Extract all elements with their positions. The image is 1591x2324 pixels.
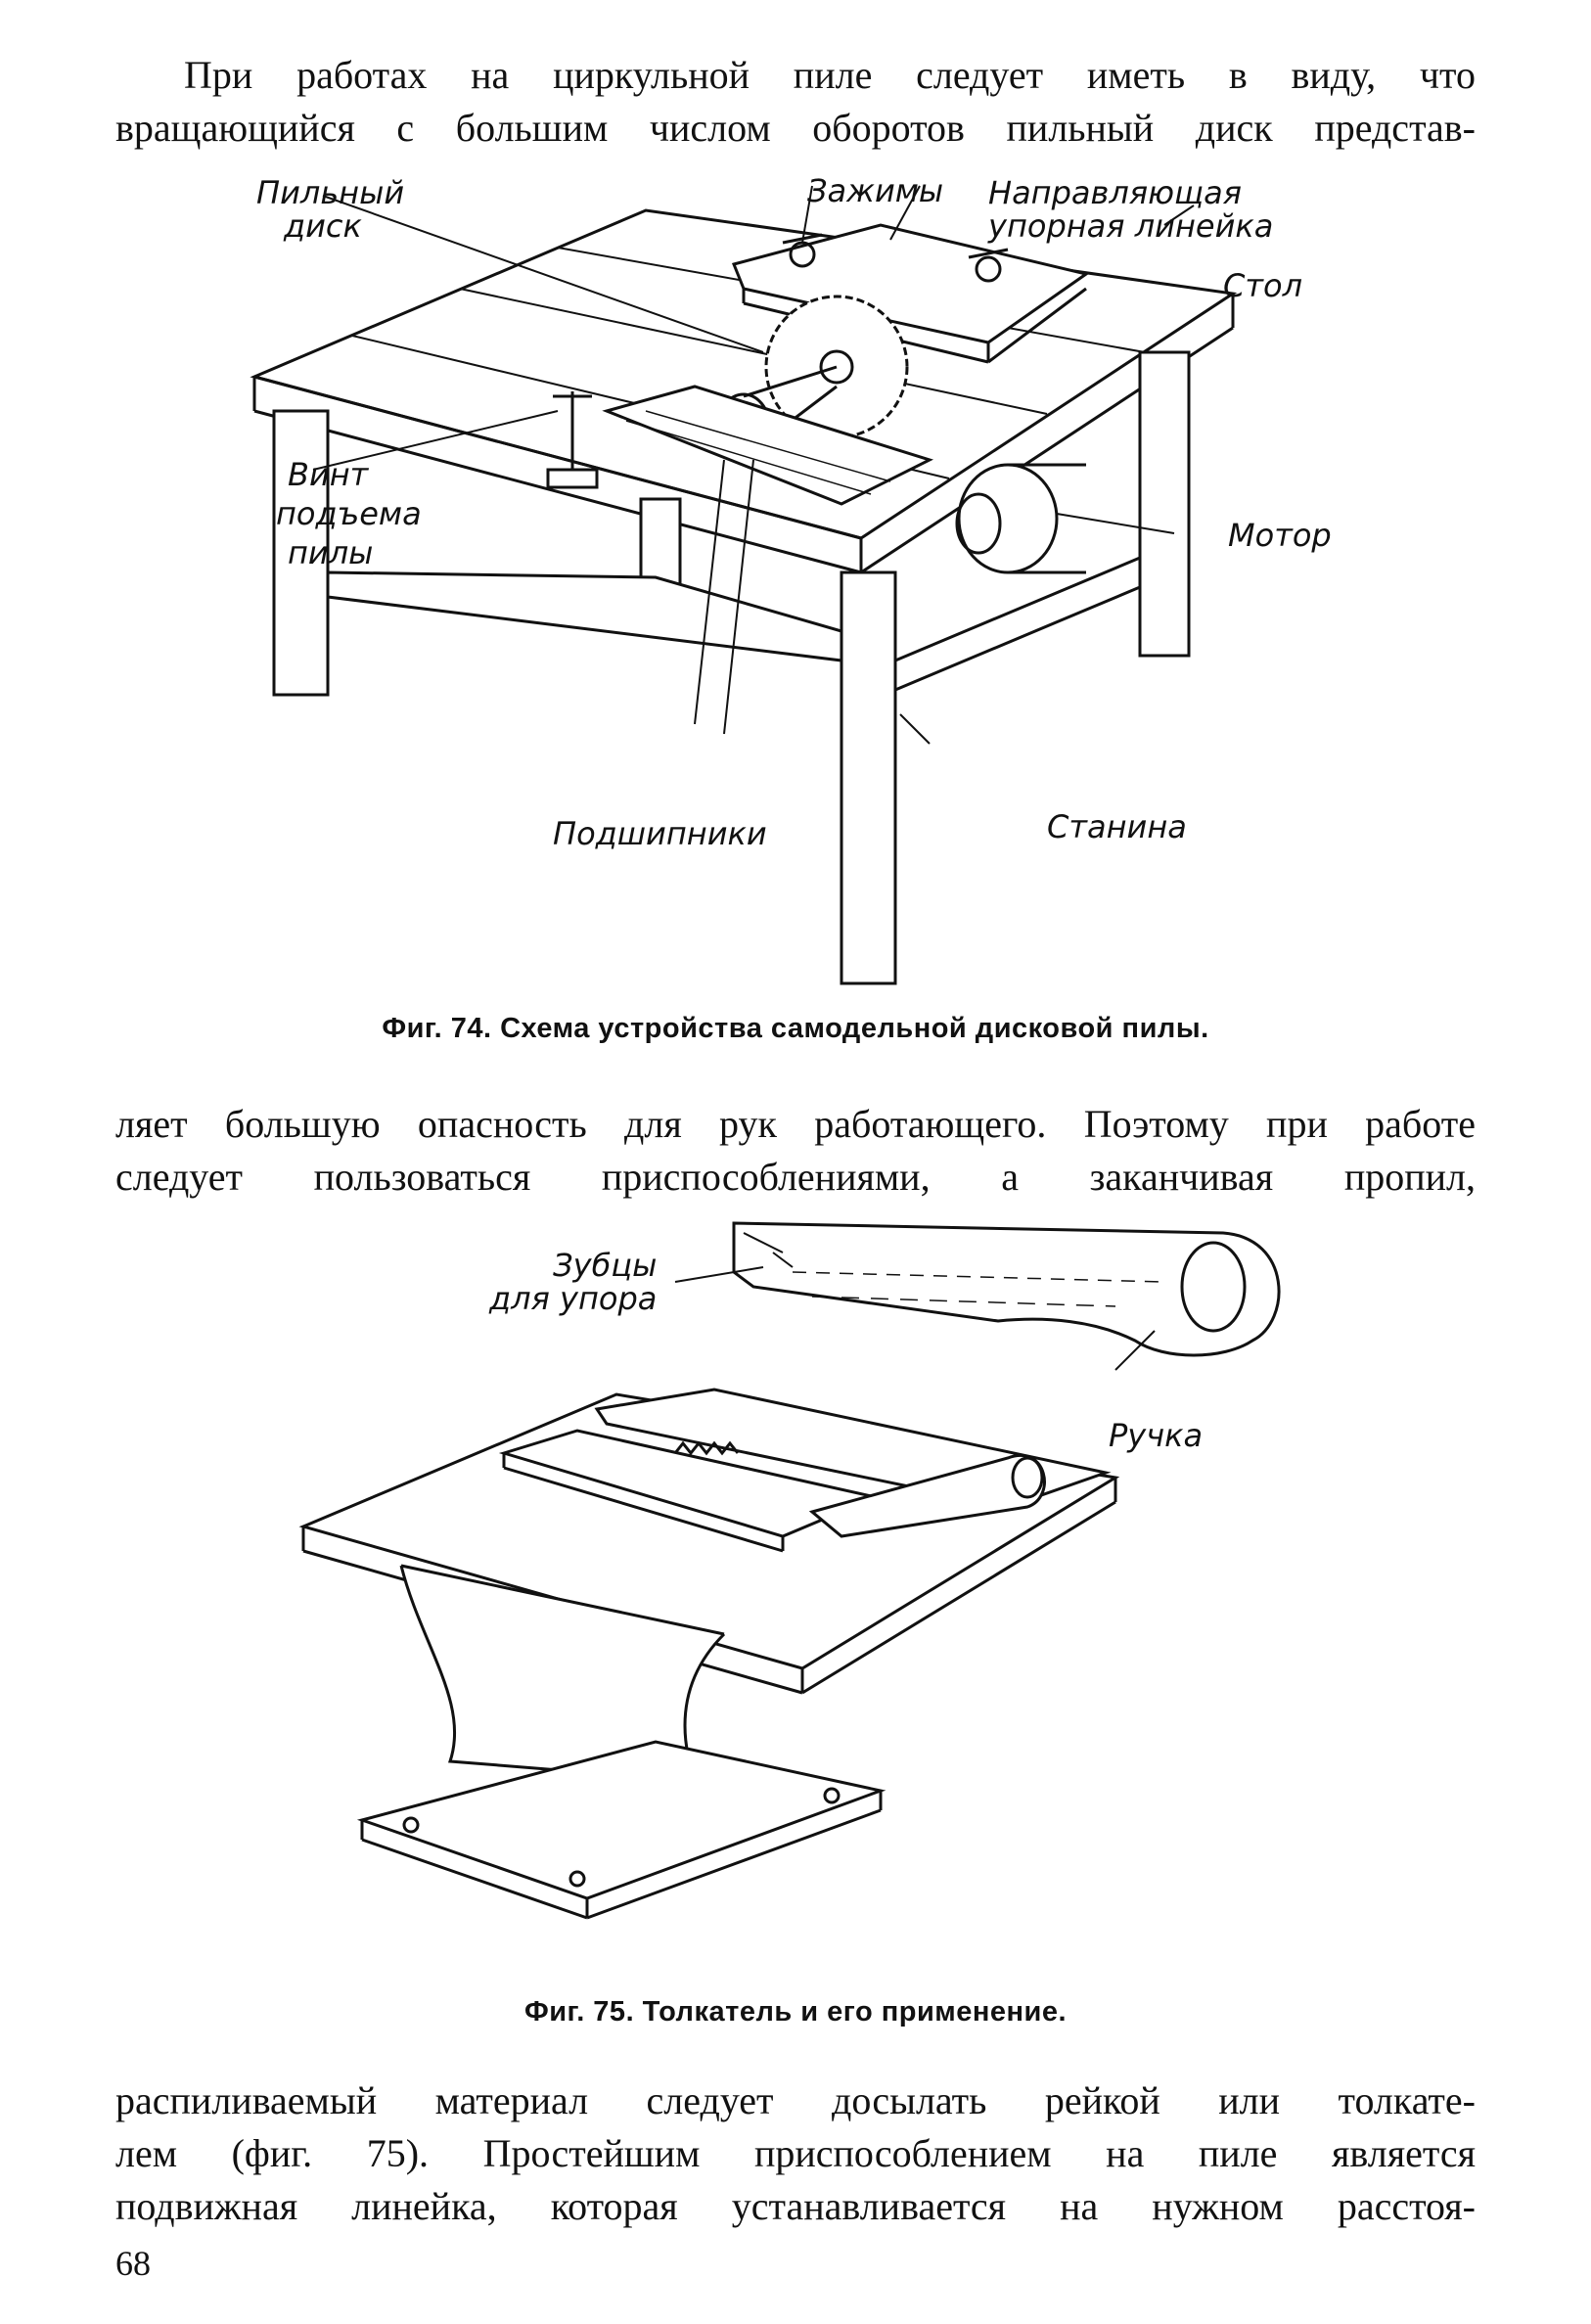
text-line: лем (фиг. 75). Простейшим приспособление…: [115, 2131, 1476, 2175]
guide-fence: [731, 223, 1090, 344]
page-number: 68: [115, 2244, 151, 2283]
label-motor: Мотор: [1228, 519, 1332, 552]
label-line: диск: [284, 207, 362, 245]
base-plate: [356, 1740, 886, 1900]
leg: [272, 409, 330, 697]
label-teeth: Зубцы для упора: [489, 1249, 657, 1315]
pusher-in-use: [808, 1454, 1046, 1538]
clamp: [975, 255, 1002, 283]
label-text: Ручка: [1109, 1417, 1204, 1454]
label-text: Мотор: [1228, 517, 1332, 554]
label-line: Направляющая: [988, 174, 1243, 211]
pedestal: [399, 1565, 726, 1783]
leg: [639, 497, 682, 589]
label-table: Стол: [1223, 269, 1302, 302]
label-clamps: Зажимы: [807, 174, 943, 207]
saw-board: [602, 385, 933, 506]
label-line: Зубцы: [553, 1247, 658, 1284]
label-guide: Направляющая упорная линейка: [988, 176, 1273, 243]
label-text: Подшипники: [553, 815, 767, 852]
leg: [1138, 350, 1191, 658]
paragraph-mid: ляет большую опасность для рук работающе…: [115, 1098, 1476, 1204]
motor: [957, 463, 1059, 574]
label-bearings: Подшипники: [553, 817, 767, 850]
rail: [893, 555, 1142, 693]
label-handle: Ручка: [1109, 1419, 1203, 1452]
text-line: При работах на циркульной пиле следует и…: [184, 53, 1476, 97]
label-line: Пильный: [256, 174, 405, 211]
figure-74-drawing: [250, 185, 1238, 985]
text-line: вращающийся с большим числом оборотов пи…: [115, 106, 1476, 150]
label-frame: Станина: [1047, 810, 1187, 843]
label-line: для упора: [489, 1280, 658, 1317]
paragraph-top: При работах на циркульной пиле следует и…: [115, 49, 1476, 155]
label-line: подъема: [276, 495, 422, 532]
label-text: Стол: [1223, 267, 1303, 304]
label-saw-disc: Пильный диск: [256, 176, 404, 243]
figure-74-caption: Фиг. 74. Схема устройства самодельной ди…: [382, 1013, 1209, 1044]
label-line: Винт: [288, 456, 369, 493]
label-line: пилы: [288, 534, 374, 571]
pusher-stick: [732, 1221, 1281, 1357]
label-text: Станина: [1047, 808, 1187, 845]
label-line: упорная линейка: [988, 207, 1274, 245]
text-line: следует пользоваться приспособлениями, а…: [115, 1155, 1476, 1199]
label-text: Зажимы: [807, 172, 944, 209]
figure-75-drawing: [298, 1221, 1281, 1920]
text-line: ляет большую опасность для рук работающе…: [115, 1102, 1476, 1146]
paragraph-bottom: распиливаемый материал следует досылать …: [115, 2074, 1476, 2233]
label-lift-screw: Винт подъема пилы: [276, 455, 422, 572]
text-line: распиливаемый материал следует досылать …: [115, 2078, 1476, 2122]
leg: [840, 570, 897, 985]
figure-75-caption: Фиг. 75. Толкатель и его применение.: [523, 1996, 1068, 2028]
text-line: подвижная линейка, которая устанавливает…: [115, 2184, 1476, 2228]
saw-blade: [673, 1440, 740, 1456]
rail: [326, 570, 843, 662]
